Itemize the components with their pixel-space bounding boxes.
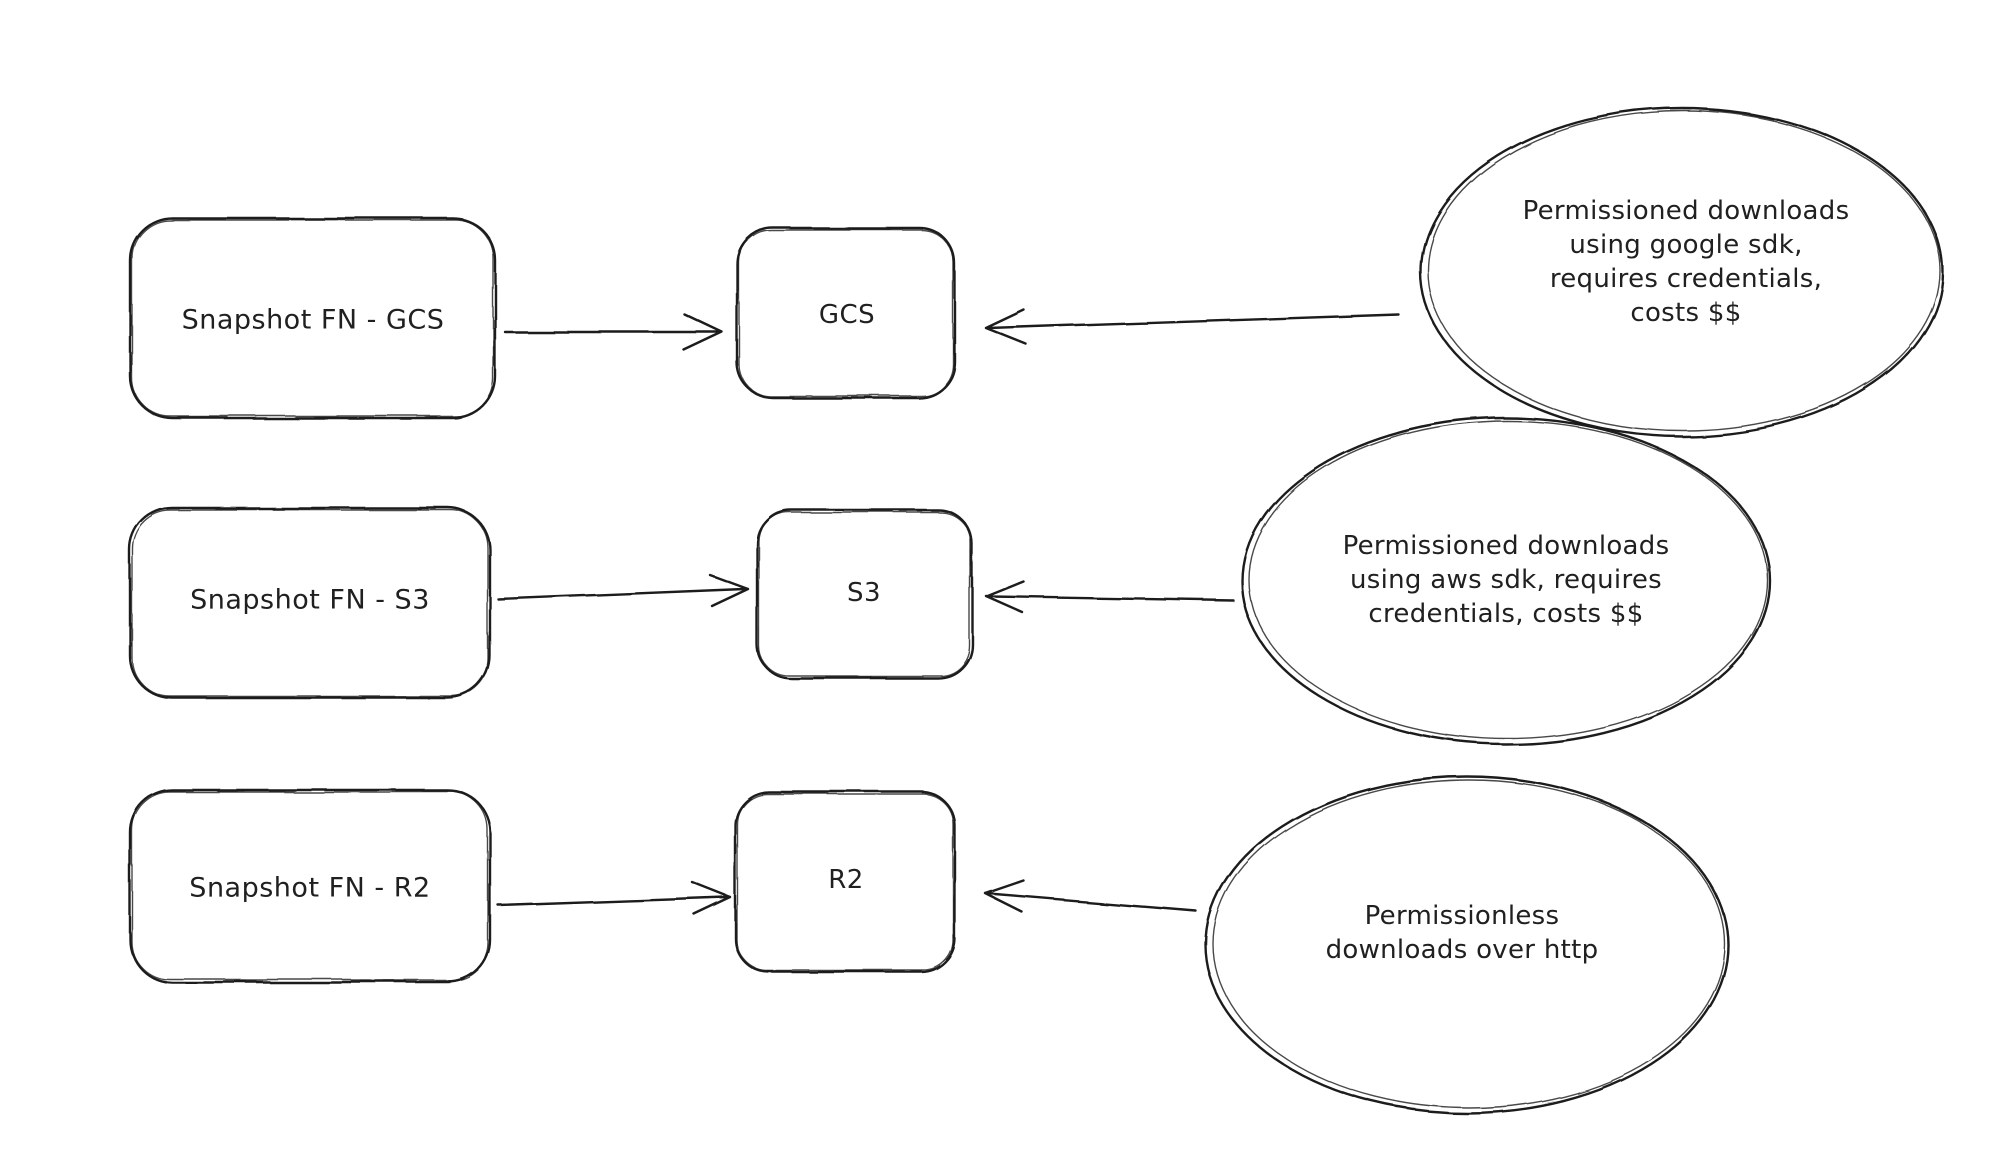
arrow-note-to-gcs[interactable]: [984, 308, 1400, 346]
arrow-snapshot-r2-to-r2[interactable]: [496, 880, 732, 916]
node-label-snapshot-fn-s3: Snapshot FN - S3: [190, 584, 430, 616]
note-ellipse-gcs[interactable]: [1419, 106, 1945, 438]
node-label-snapshot-fn-gcs: Snapshot FN - GCS: [181, 304, 445, 336]
note-line: credentials, costs $$: [1368, 599, 1644, 629]
arrow-note-to-r2[interactable]: [984, 879, 1198, 914]
node-s3[interactable]: [755, 508, 974, 680]
note-line: Permissionless: [1364, 901, 1560, 931]
node-label-r2: R2: [828, 865, 864, 895]
note-line: using aws sdk, requires: [1349, 565, 1663, 595]
node-r2[interactable]: [733, 790, 957, 974]
note-line: Permissioned downloads: [1342, 531, 1670, 561]
note-line: requires credentials,: [1549, 264, 1823, 294]
node-label-s3: S3: [846, 578, 882, 608]
node-snapshot-fn-s3[interactable]: [128, 506, 492, 700]
note-line: Permissioned downloads: [1522, 196, 1850, 226]
note-ellipse-r2[interactable]: [1204, 775, 1730, 1115]
note-text-s3: Permissioned downloads using aws sdk, re…: [1343, 529, 1670, 631]
node-label-snapshot-fn-r2: Snapshot FN - R2: [189, 872, 431, 904]
arrow-note-to-s3[interactable]: [985, 580, 1236, 615]
node-snapshot-fn-gcs[interactable]: [128, 216, 497, 420]
note-line: using google sdk,: [1569, 230, 1803, 260]
node-snapshot-fn-r2[interactable]: [128, 788, 492, 984]
node-label-gcs: GCS: [818, 300, 876, 330]
note-line: costs $$: [1630, 298, 1742, 328]
node-gcs[interactable]: [735, 226, 957, 400]
arrow-snapshot-gcs-to-gcs[interactable]: [503, 312, 724, 352]
note-text-r2: Permissionless downloads over http: [1326, 899, 1599, 967]
note-text-gcs: Permissioned downloads using google sdk,…: [1523, 194, 1850, 330]
note-line: downloads over http: [1325, 935, 1599, 965]
arrow-snapshot-s3-to-s3[interactable]: [496, 573, 750, 608]
note-ellipse-s3[interactable]: [1240, 416, 1772, 746]
